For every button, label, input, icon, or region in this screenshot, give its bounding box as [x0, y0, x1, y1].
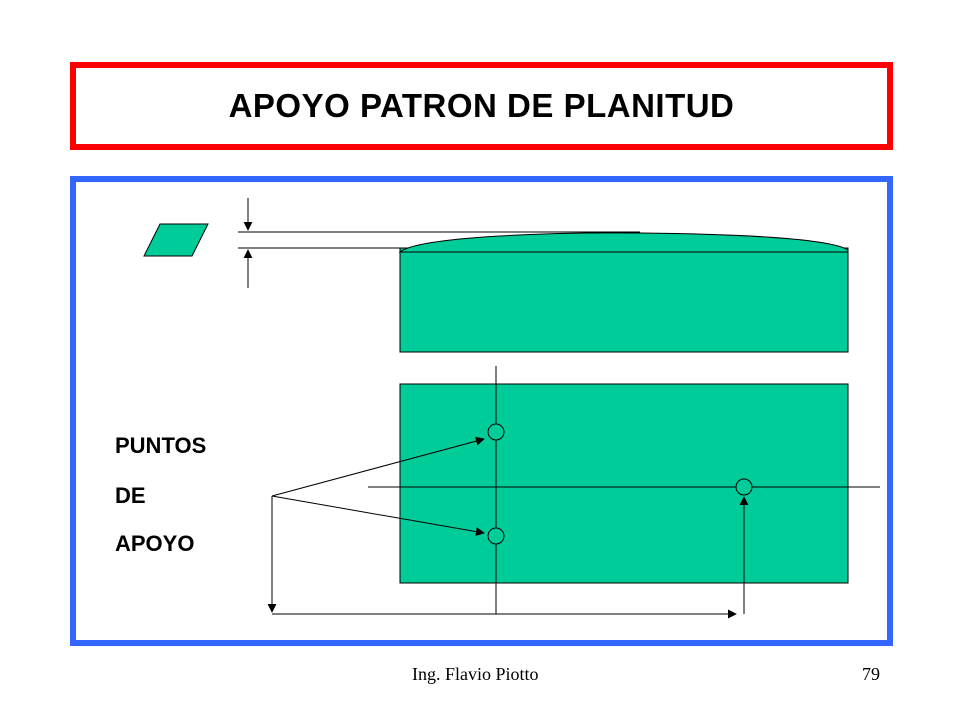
support-point-2: [487, 527, 505, 545]
support-point-3: [735, 478, 753, 496]
support-label-line-3: APOYO: [115, 531, 195, 556]
support-label-line-2: DE: [115, 483, 146, 508]
pointer-arrow-1: [271, 436, 485, 497]
top-block: [399, 247, 849, 353]
support-label-line-1: PUNTOS: [115, 433, 207, 458]
page-number: 79: [862, 664, 880, 684]
convex-surface: [398, 232, 849, 253]
bottom-block: [399, 383, 849, 584]
pointer-arrow-2: [271, 495, 485, 537]
footer-author: Ing. Flavio Piotto: [412, 664, 539, 684]
support-point-1: [487, 423, 505, 441]
slide-title: APOYO PATRON DE PLANITUD: [228, 87, 735, 124]
diagram-frame: [70, 176, 893, 646]
parallelogram-icon: [143, 223, 209, 257]
title-box: APOYO PATRON DE PLANITUD: [70, 62, 893, 150]
